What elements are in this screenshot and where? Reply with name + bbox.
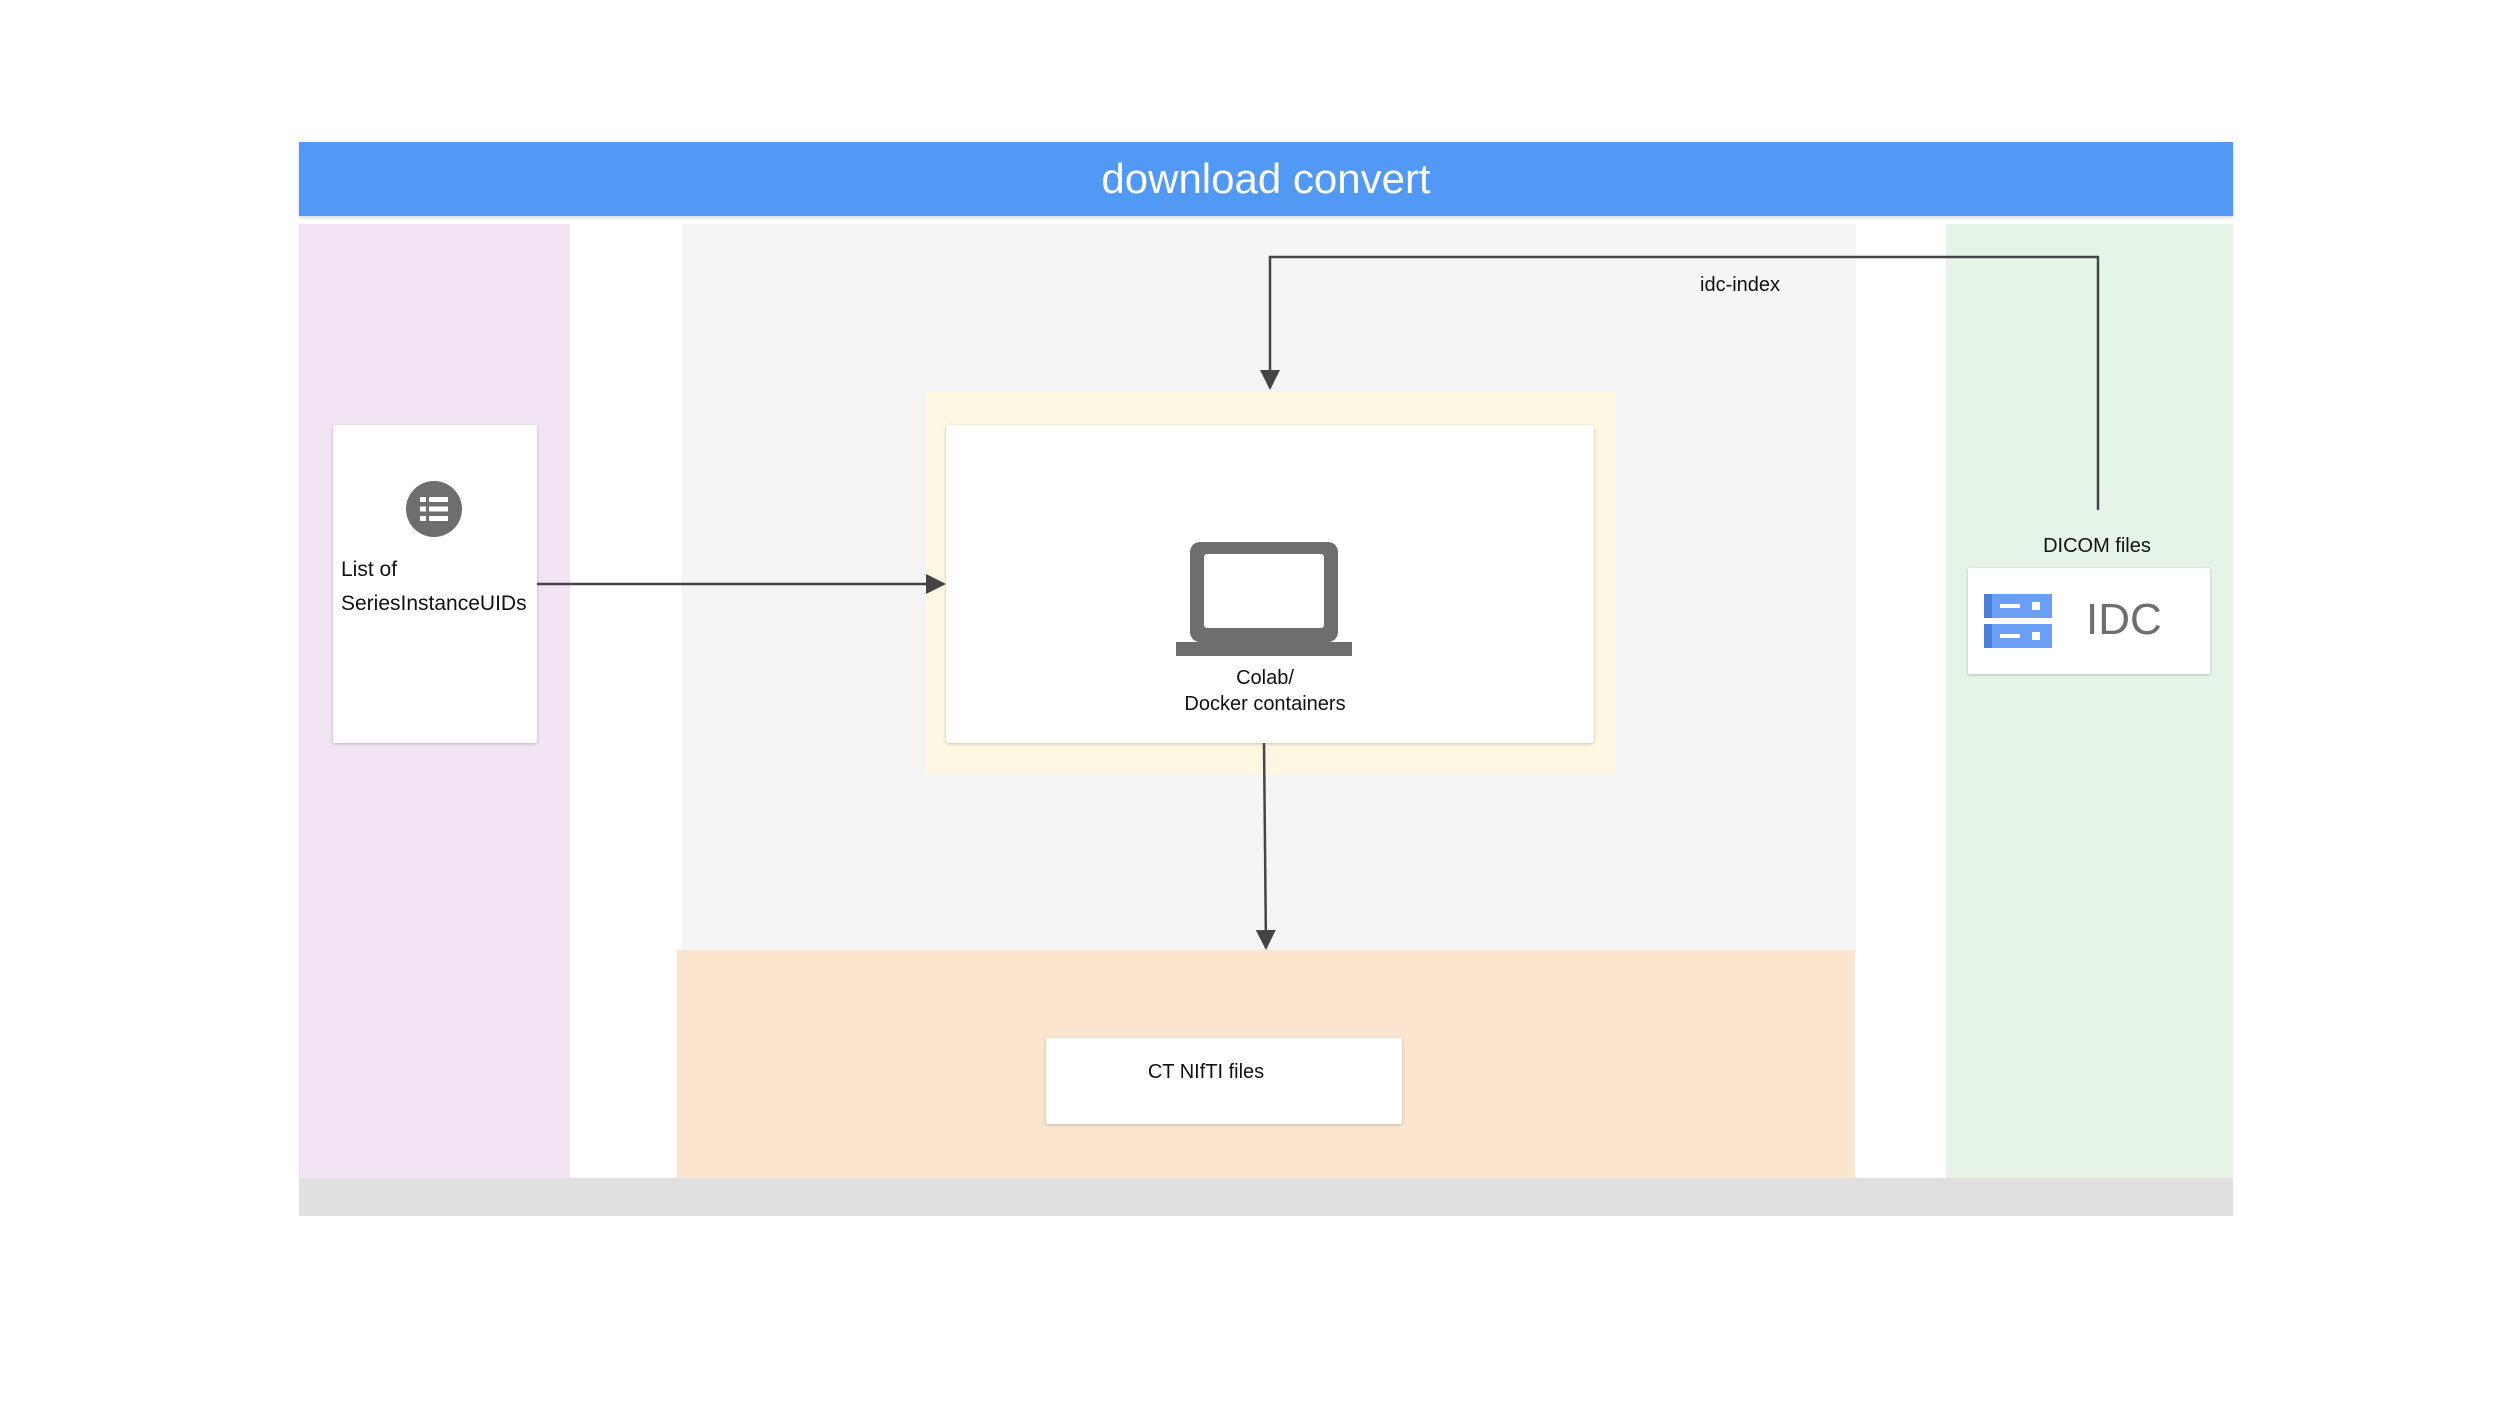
- idc-index-label: idc-index: [1700, 274, 1781, 296]
- idc-label: IDC: [2086, 595, 2162, 644]
- colab-label-line2: Docker containers: [1184, 693, 1346, 715]
- storage-icon: [1984, 594, 2052, 648]
- idc-card: [1968, 568, 2210, 674]
- series-list-label-line1: List of: [341, 558, 398, 581]
- colab-label: Colab/ Docker containers: [1100, 665, 1430, 717]
- dicom-files-label: DICOM files: [2043, 535, 2151, 557]
- colab-label-line1: Colab/: [1236, 667, 1294, 689]
- series-list-card: [333, 425, 537, 743]
- nifti-output-label: CT NIfTI files: [1147, 1061, 1265, 1083]
- series-list-label-line2: SeriesInstanceUIDs: [341, 592, 527, 615]
- laptop-icon: [1176, 542, 1352, 656]
- nifti-output-card: [1046, 1038, 1402, 1124]
- series-list-label: List of SeriesInstanceUIDs: [341, 553, 541, 621]
- source-lane: [1946, 224, 2233, 1178]
- list-icon: [406, 481, 462, 537]
- diagram-title: download convert: [299, 142, 2233, 216]
- footer-bar: [299, 1178, 2233, 1216]
